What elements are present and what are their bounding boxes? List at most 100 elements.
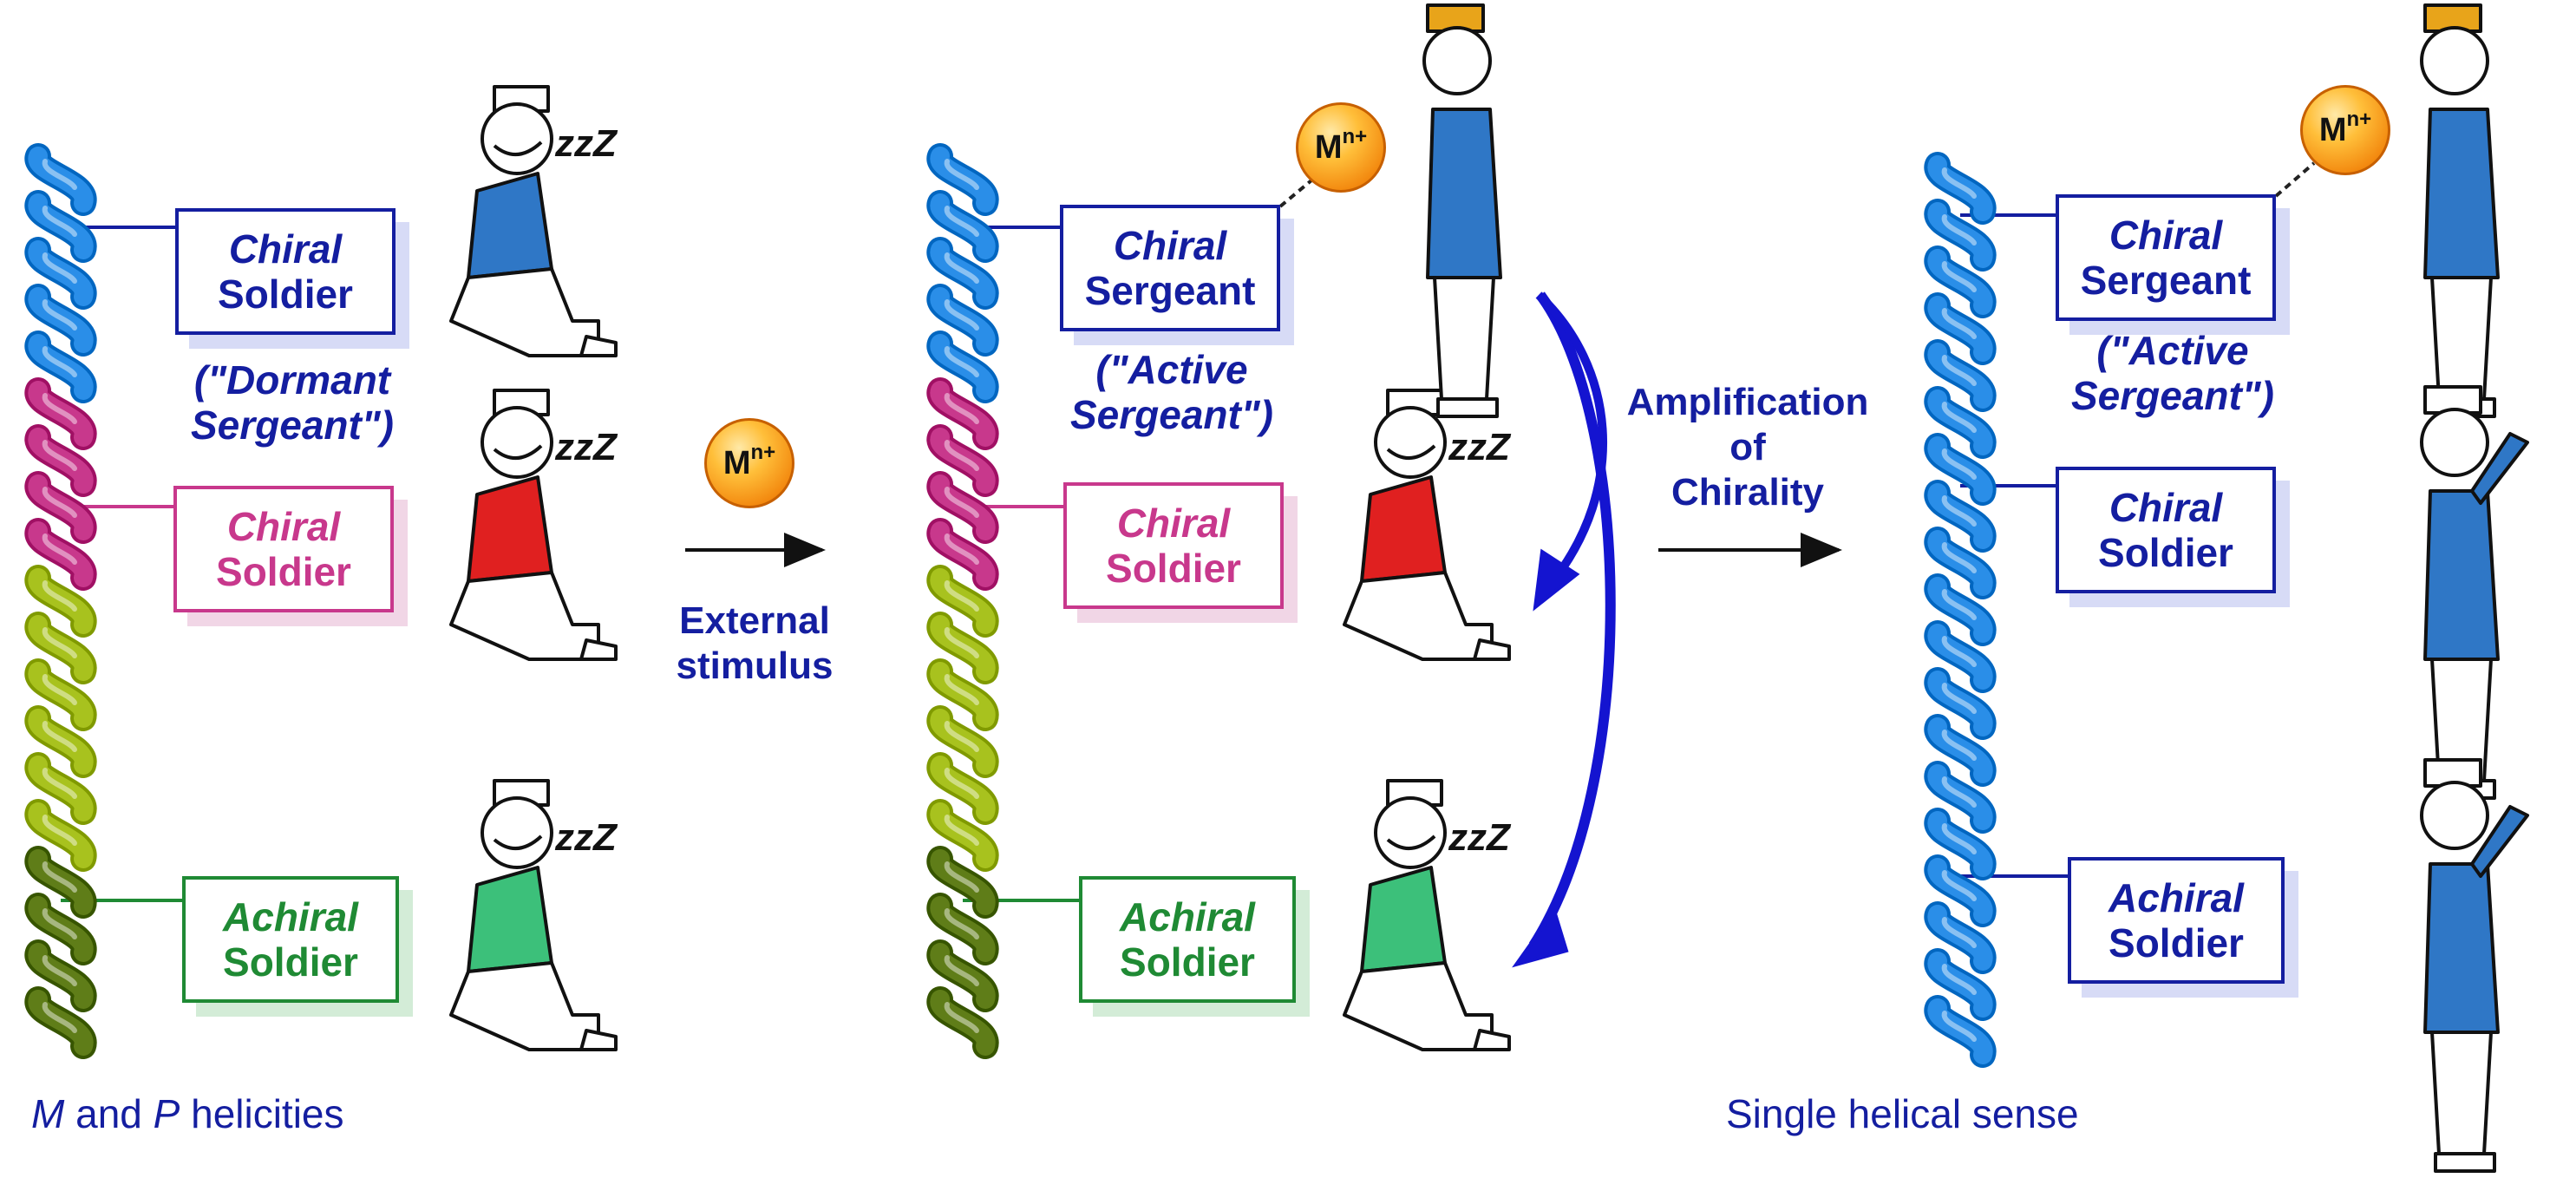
boot — [579, 335, 618, 357]
ion-link-middle — [1278, 179, 1313, 208]
box-line2: Soldier — [1106, 546, 1241, 591]
helix-highlight — [42, 721, 77, 752]
helix-turn-face — [1927, 483, 1993, 549]
helix-turn-face — [28, 474, 94, 540]
helix-turn-face — [1927, 952, 1993, 1018]
ion-base: M — [1314, 128, 1343, 166]
label-line1: Amplification — [1626, 381, 1869, 423]
box-line2: Sergeant — [2080, 258, 2252, 303]
box-line1: Chiral — [1116, 501, 1231, 546]
helix-turn-face — [28, 849, 94, 915]
head — [1374, 796, 1447, 869]
helix-highlight — [1941, 917, 1977, 948]
saluting-arm — [2470, 432, 2529, 505]
note-line2: Sergeant") — [191, 402, 394, 448]
torso — [1426, 108, 1502, 279]
box-line2: Sergeant — [1084, 268, 1256, 313]
helix-highlight — [1941, 214, 1977, 245]
helix-turn-face — [1927, 624, 1993, 690]
head — [1422, 26, 1492, 95]
middle-helix — [926, 143, 999, 1059]
label-line1: External — [679, 599, 830, 642]
left-chiral-soldier-box-pink: Chiral Soldier — [173, 486, 394, 612]
head — [481, 102, 553, 175]
helix-turn-face — [930, 147, 996, 213]
boot — [579, 1029, 618, 1051]
boot — [579, 638, 618, 661]
box-line2: Soldier — [1120, 939, 1255, 985]
legs — [1343, 571, 1494, 661]
helix-highlight — [944, 533, 979, 565]
helix-turn-face — [1927, 343, 1993, 409]
helix-turn-face — [930, 287, 996, 353]
helix-highlight — [1941, 823, 1977, 854]
helix-highlight — [944, 580, 979, 612]
caption-rest: helicities — [180, 1091, 344, 1136]
helix-highlight — [42, 159, 77, 190]
helix-turn-face — [28, 943, 94, 1009]
helix-highlight — [1941, 683, 1977, 714]
helix-highlight — [1941, 402, 1977, 433]
box-line2: Soldier — [2109, 920, 2244, 965]
right-achiral-soldier-box: Achiral Soldier — [2068, 857, 2285, 984]
middle-sleeping-chiral-soldier: zzZ — [1343, 389, 1512, 661]
helix-turn-face — [930, 381, 996, 447]
boot — [1473, 638, 1511, 661]
head — [2420, 408, 2489, 477]
helix-highlight — [1941, 542, 1977, 573]
helix-highlight — [944, 955, 979, 986]
note-line1: ("Active — [1095, 347, 1248, 392]
helix-turn-face — [28, 428, 94, 494]
legs — [2430, 276, 2493, 401]
helix-highlight — [42, 440, 77, 471]
sleep-zzz: zzZ — [554, 426, 618, 468]
helix-highlight — [1941, 1011, 1977, 1042]
helix-turn-face — [930, 193, 996, 259]
sleep-face — [493, 444, 543, 461]
helix-highlight — [1941, 589, 1977, 620]
caption-m: M — [31, 1091, 65, 1136]
helix-highlight — [944, 346, 979, 377]
helix-turn-face — [1927, 530, 1993, 596]
note-line2: Sergeant") — [1070, 392, 1273, 437]
helix-highlight — [42, 768, 77, 799]
helix-turn-face — [930, 568, 996, 634]
helix-highlight — [944, 440, 979, 471]
amplification-curve-head-bottom — [1512, 906, 1569, 968]
helix-highlight — [42, 393, 77, 424]
boot — [1473, 1029, 1511, 1051]
right-saluting-achiral-soldier — [2420, 758, 2529, 1173]
helix-highlight — [42, 955, 77, 986]
middle-sleeping-achiral-soldier: zzZ — [1343, 779, 1512, 1051]
helix-turn-face — [1927, 905, 1993, 971]
legs — [1343, 961, 1494, 1051]
boots — [1436, 397, 1499, 418]
helix-turn-face — [930, 849, 996, 915]
helix-turn-face — [1927, 436, 1993, 502]
torso — [2423, 489, 2500, 661]
right-standing-sergeant — [2420, 3, 2500, 418]
helix-turn-face — [930, 709, 996, 775]
amplification-label: Amplification of Chirality — [1605, 380, 1891, 515]
helix-turn-face — [930, 662, 996, 728]
helix-turn-face — [1927, 671, 1993, 736]
amplification-curve-upper — [1535, 291, 1607, 590]
legs — [1433, 276, 1495, 401]
label-line3: Chirality — [1670, 471, 1825, 514]
helix-turn-face — [28, 568, 94, 634]
helix-turn-face — [930, 474, 996, 540]
left-caption: M and P helicities — [31, 1091, 344, 1136]
head — [481, 406, 553, 479]
left-dormant-sergeant-note: ("Dormant Sergeant") — [167, 357, 418, 448]
helix-highlight — [944, 674, 979, 705]
right-caption: Single helical sense — [1726, 1091, 2079, 1136]
box-line1: Chiral — [2109, 485, 2223, 530]
helix-turn-face — [28, 147, 94, 213]
note-line2: Sergeant") — [2071, 373, 2274, 418]
helix-highlight — [944, 908, 979, 939]
helix-turn-face — [930, 990, 996, 1056]
left-sleeping-sergeant: zzZ — [449, 85, 618, 357]
helix-turn-face — [1927, 998, 1993, 1064]
helix-turn-face — [930, 521, 996, 587]
